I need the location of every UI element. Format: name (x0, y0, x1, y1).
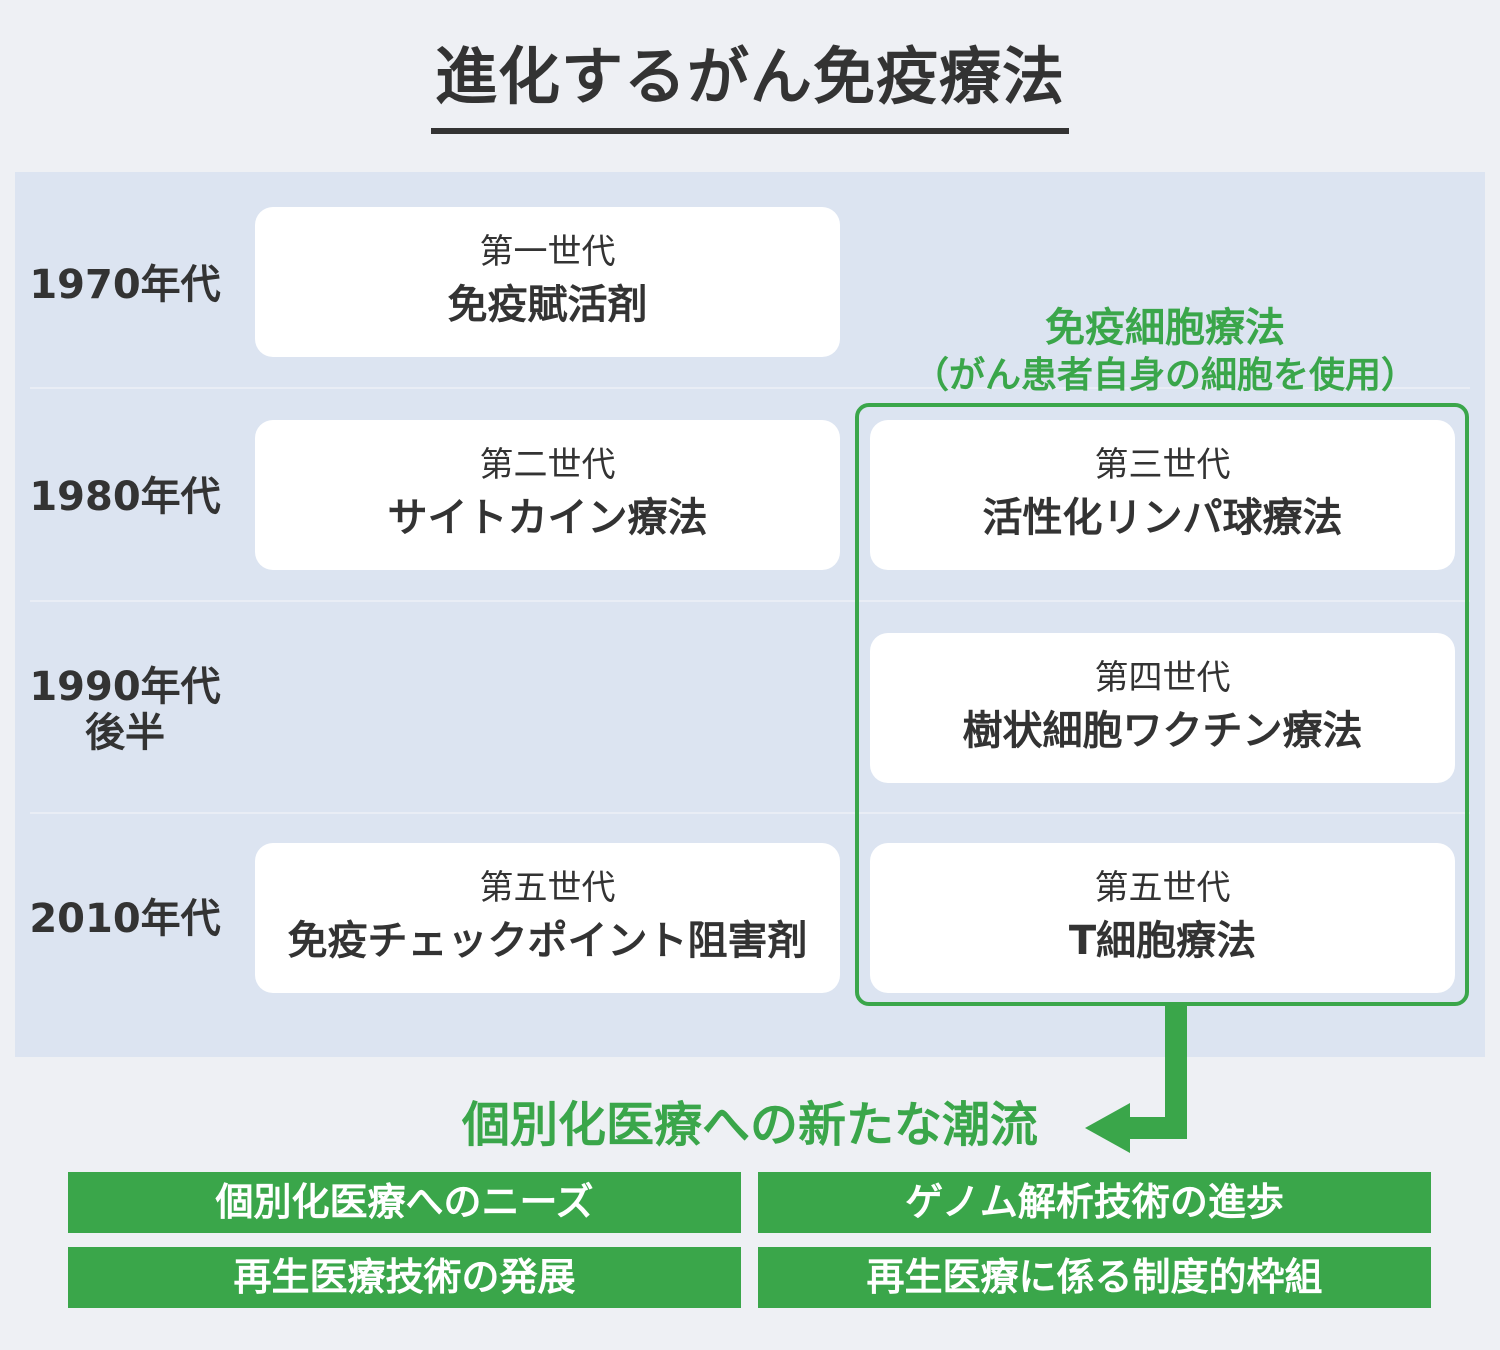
generation-label: 第二世代 (479, 445, 616, 485)
group-subtitle: （がん患者自身の細胞を使用） (912, 355, 1417, 396)
era-label-1980s: 1980年代 (29, 474, 221, 520)
flow-arrow-line (1120, 1006, 1187, 1139)
generation-label: 第四世代 (1094, 658, 1231, 698)
row-divider (30, 387, 1470, 389)
trend-headline: 個別化医療への新たな潮流 (461, 1097, 1038, 1153)
generation-card-1: 第一世代 免疫賦活剤 (255, 207, 840, 357)
generation-card-3: 第三世代 活性化リンパ球療法 (870, 420, 1455, 570)
generation-label: 第五世代 (479, 868, 616, 908)
generation-card-2: 第二世代 サイトカイン療法 (255, 420, 840, 570)
therapy-name: T細胞療法 (1068, 918, 1257, 964)
therapy-name: 活性化リンパ球療法 (982, 495, 1343, 541)
therapy-name: 免疫チェックポイント阻害剤 (287, 918, 808, 964)
immune-cell-therapy-group (855, 403, 1469, 1006)
flow-arrow-head-icon (1085, 1103, 1130, 1153)
page-title: 進化するがん免疫療法 (430, 40, 1069, 135)
group-title: 免疫細胞療法 (1045, 305, 1285, 351)
row-divider (30, 600, 1470, 602)
era-label-1970s: 1970年代 (29, 262, 221, 308)
generation-card-4: 第四世代 樹状細胞ワクチン療法 (870, 633, 1455, 783)
generation-label: 第一世代 (479, 232, 616, 272)
driver-tag: ゲノム解析技術の進歩 (758, 1172, 1431, 1233)
generation-card-5b: 第五世代 T細胞療法 (870, 843, 1455, 993)
generation-label: 第五世代 (1094, 868, 1231, 908)
therapy-name: 樹状細胞ワクチン療法 (962, 708, 1363, 754)
page-title-wrap: 進化するがん免疫療法 (0, 40, 1500, 135)
driver-tag: 再生医療に係る制度的枠組 (758, 1247, 1431, 1308)
row-divider (30, 812, 1470, 814)
generation-card-5a: 第五世代 免疫チェックポイント阻害剤 (255, 843, 840, 993)
driver-tag: 再生医療技術の発展 (68, 1247, 741, 1308)
generation-label: 第三世代 (1094, 445, 1231, 485)
driver-tag: 個別化医療へのニーズ (68, 1172, 741, 1233)
era-label-1990s: 1990年代 後半 (29, 664, 221, 756)
therapy-name: 免疫賦活剤 (447, 282, 648, 328)
era-label-2010s: 2010年代 (29, 896, 221, 942)
therapy-name: サイトカイン療法 (387, 495, 708, 541)
